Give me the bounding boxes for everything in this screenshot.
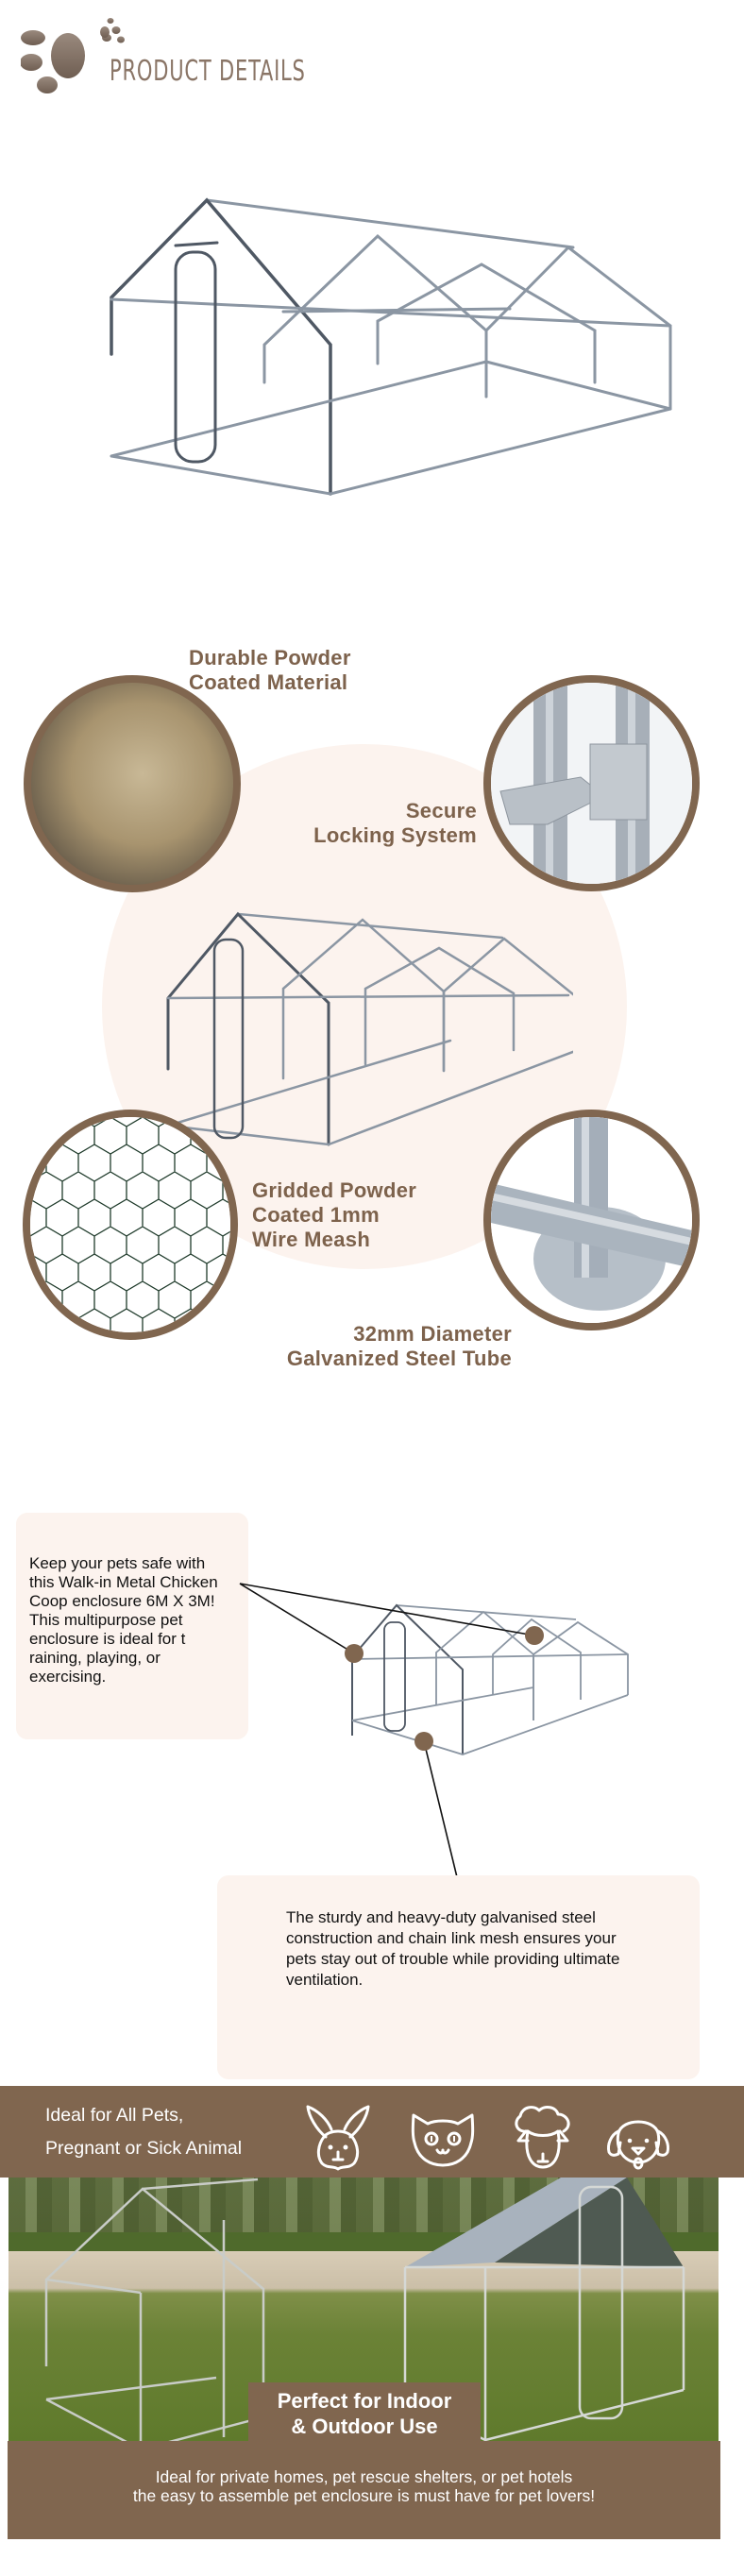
- footer-banner: Ideal for private homes, pet rescue shel…: [8, 2441, 720, 2539]
- callout-box-construction: The sturdy and heavy-duty galvanised ste…: [217, 1875, 700, 2079]
- header: PRODUCT DETAILS: [0, 0, 744, 104]
- outdoor-photo: [8, 2178, 719, 2441]
- feature-mesh-label: Gridded Powder Coated 1mm Wire Meash: [252, 1178, 417, 1251]
- callout-safety-text: Keep your pets safe with this Walk-in Me…: [29, 1554, 218, 1686]
- pets-banner-text: Ideal for All Pets, Pregnant or Sick Ani…: [45, 2105, 243, 2159]
- page-title: PRODUCT DETAILS: [110, 55, 306, 88]
- callout-dot: [525, 1626, 544, 1645]
- callout-box-safety: Keep your pets safe with this Walk-in Me…: [16, 1513, 248, 1739]
- feature-tube-label: 32mm Diameter Galvanized Steel Tube: [286, 1322, 512, 1370]
- center-coop-image: [166, 911, 573, 1146]
- indoor-outdoor-badge: Perfect for Indoor & Outdoor Use: [248, 2382, 481, 2442]
- hero-coop-image: [110, 197, 672, 496]
- locking-system-image: [483, 675, 700, 891]
- rabbit-icon: [306, 2105, 370, 2171]
- coop-photo-right: [403, 2178, 685, 2441]
- callout-construction-text: The sturdy and heavy-duty galvanised ste…: [286, 1908, 620, 1989]
- callout-dot: [345, 1644, 364, 1663]
- paw-print-icon: [21, 18, 125, 93]
- feature-lock-label: Secure Locking System: [313, 799, 477, 847]
- powder-coating-image: [24, 675, 241, 892]
- sheep-icon: [515, 2106, 570, 2169]
- pets-banner: Ideal for All Pets, Pregnant or Sick Ani…: [0, 2086, 744, 2178]
- footer-text: Ideal for private homes, pet rescue shel…: [132, 2467, 596, 2505]
- steel-tube-image: [483, 1110, 700, 1330]
- cat-icon: [411, 2113, 475, 2167]
- callout-dot: [414, 1732, 433, 1751]
- wire-mesh-image: [23, 1110, 238, 1340]
- feature-powder-label: Durable Powder Coated Material: [189, 646, 351, 694]
- callout-coop-diagram: [239, 1583, 629, 1882]
- dog-icon: [607, 2120, 669, 2170]
- indoor-outdoor-text: Perfect for Indoor & Outdoor Use: [277, 2389, 452, 2438]
